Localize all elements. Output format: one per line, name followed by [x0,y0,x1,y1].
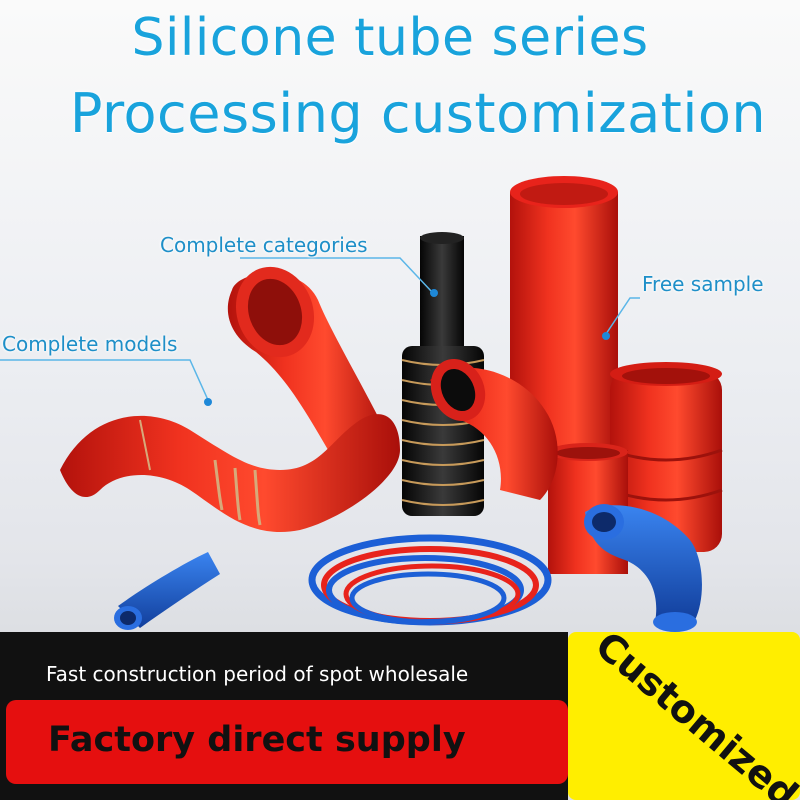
callout-free-sample: Free sample [642,272,764,296]
callout-lines [0,257,640,401]
blue-red-coil [308,534,552,626]
callout-complete-models: Complete models [2,332,178,356]
blue-90-elbow [584,504,702,632]
title-line-1: Silicone tube series [131,8,649,68]
factory-direct-supply-text: Factory direct supply [48,720,466,760]
spot-wholesale-text: Fast construction period of spot wholesa… [46,662,469,686]
customized-yellow-box [568,632,800,800]
blue-45-elbow [114,552,220,630]
callout-dot-icon [204,289,610,406]
factory-red-bar [6,700,568,784]
red-s-hose [60,414,400,532]
red-bellows-elbow [430,358,558,500]
title-line-2: Processing customization [69,82,767,145]
red-elbow-tube [227,266,390,470]
callout-complete-categories: Complete categories [160,233,368,257]
